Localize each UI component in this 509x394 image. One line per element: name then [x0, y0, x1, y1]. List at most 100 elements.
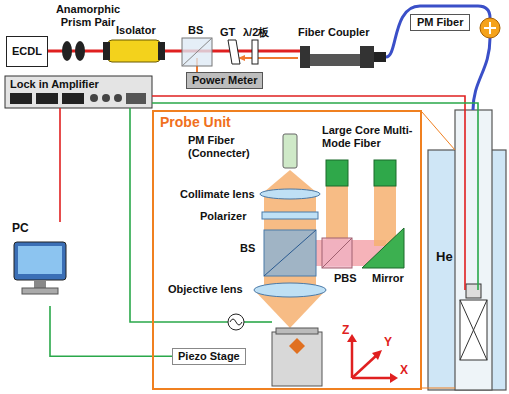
- illustration-part: [264, 230, 316, 276]
- illustration-part: [103, 42, 110, 60]
- illustration-part: [322, 238, 352, 268]
- icon-mark: [489, 22, 491, 34]
- part-label: Large Core Multi-Mode Fiber: [322, 124, 422, 149]
- part-label: λ/2板: [243, 26, 269, 39]
- illustration-part: [310, 54, 360, 66]
- illustration-part: [326, 160, 348, 186]
- illustration-part: [260, 189, 320, 199]
- pm-fiber: [473, 38, 490, 110]
- part-label: Collimate lens: [180, 188, 255, 201]
- illustration-part: [283, 134, 297, 168]
- ac-source: [228, 314, 244, 330]
- illustration-part: [374, 160, 396, 186]
- part-label: Z: [342, 324, 349, 338]
- part-label: X: [400, 364, 408, 378]
- pm-fiber: [386, 6, 490, 57]
- illustration-part: [34, 280, 46, 288]
- illustration-part: [75, 41, 85, 61]
- part-label: Anamorphic Prism Pair: [52, 3, 124, 28]
- illustration-part: [36, 93, 58, 104]
- node-label: ECDL: [12, 45, 42, 58]
- illustration-part: [372, 350, 382, 360]
- illustration-part: [90, 94, 98, 102]
- part-label: PBS: [334, 272, 357, 285]
- lock-in-panel: [5, 76, 152, 108]
- illustration-part: [455, 110, 492, 390]
- node-box: Power Meter: [186, 72, 263, 89]
- illustration-part: [276, 328, 318, 334]
- part-label: Y: [384, 336, 392, 350]
- illustration-part: [351, 340, 354, 378]
- illustration-part: [300, 46, 310, 68]
- signal-cable: [59, 108, 61, 222]
- return-beam: [240, 57, 298, 59]
- cryostat: [428, 110, 506, 390]
- part-label: Isolator: [116, 24, 156, 37]
- ac-source: [230, 319, 242, 325]
- illustration-part: [18, 246, 62, 274]
- illustration-part: [374, 186, 396, 246]
- illustration-part: [254, 283, 326, 297]
- illustration-part: [360, 46, 374, 68]
- signal-wire: [152, 96, 465, 290]
- illustration-part: [460, 300, 487, 360]
- node-label: PC: [12, 222, 74, 236]
- illustration-part: [460, 300, 487, 360]
- illustration-part: [5, 76, 152, 108]
- illustration-part: [264, 230, 316, 276]
- illustration-part: [460, 300, 487, 360]
- illustration-part: [62, 41, 72, 61]
- node-box: PC: [8, 222, 78, 306]
- illustration-part: [182, 38, 212, 66]
- fiber-coupler: [300, 46, 386, 68]
- node-box: Lock in Amplifier: [5, 76, 152, 108]
- illustration-part: [374, 52, 386, 62]
- axes: [347, 334, 398, 383]
- illustration-part: [352, 354, 378, 378]
- half-wave-plate: [252, 40, 258, 64]
- piezo-stage: [272, 328, 322, 386]
- illustration-part: [272, 332, 322, 386]
- node-label: PM Fiber: [417, 16, 463, 29]
- illustration-part: [108, 40, 160, 62]
- illustration-part: [182, 38, 212, 66]
- node-box: PM Fiber: [410, 14, 470, 31]
- part-label: Fiber Coupler: [298, 26, 370, 39]
- node-label: Piezo Stage: [178, 350, 240, 363]
- part-label: Objective lens: [168, 283, 243, 296]
- illustration-part: [264, 192, 316, 288]
- part-label: GT: [220, 26, 235, 39]
- glan-taylor-prism: [228, 40, 240, 64]
- illustration-part: [158, 42, 165, 60]
- pc-icon: [14, 242, 66, 294]
- probe-optics: [254, 134, 404, 328]
- illustration-part: [102, 94, 110, 102]
- node-label: Power Meter: [192, 74, 257, 87]
- illustration-part: [289, 338, 305, 354]
- part-label: PM Fiber (Connecter): [188, 134, 266, 159]
- signal-wire: [152, 103, 478, 290]
- illustration-part: [390, 373, 398, 383]
- isolator: [103, 40, 165, 62]
- fiber-connector-icon: [480, 18, 500, 38]
- part-label: BS: [240, 242, 255, 255]
- illustration-part: [322, 238, 352, 268]
- illustration-part: [22, 288, 58, 294]
- node-box: Piezo Stage: [172, 348, 246, 365]
- illustration-part: [14, 242, 66, 280]
- illustration-part: [362, 228, 404, 268]
- illustration-part: [326, 186, 348, 240]
- part-label: Mirror: [372, 272, 404, 285]
- node-label: Lock in Amplifier: [10, 78, 147, 91]
- illustration-part: [114, 94, 122, 102]
- frame-link: [422, 388, 455, 389]
- frame-link: [422, 112, 455, 150]
- illustration-part: [352, 377, 392, 380]
- node-box: ECDL: [6, 36, 48, 67]
- part-label: He: [436, 250, 453, 265]
- prism-pair: [62, 41, 85, 61]
- illustration-part: [262, 212, 318, 219]
- part-label: Polarizer: [200, 210, 246, 223]
- part-label: BS: [188, 24, 203, 37]
- illustration-part: [126, 93, 146, 104]
